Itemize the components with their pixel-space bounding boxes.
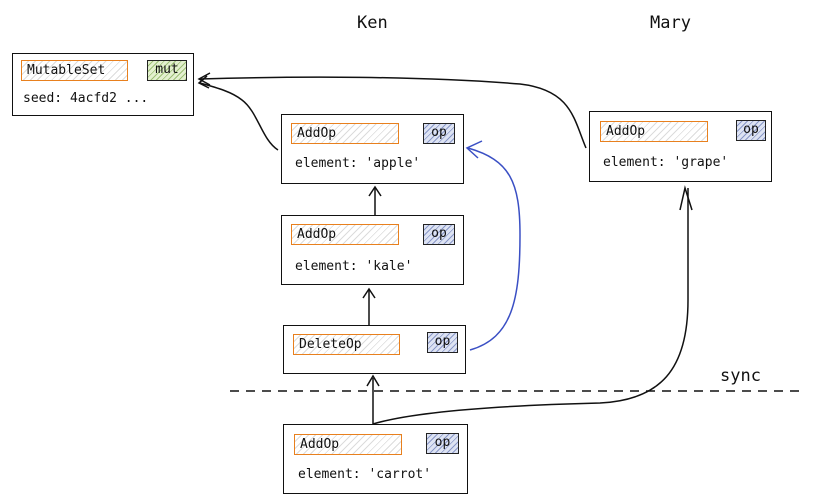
addop-apple-node: AddOp op element: 'apple'	[281, 114, 464, 184]
addop-grape-node: AddOp op element: 'grape'	[589, 111, 772, 182]
seed-value: 4acfd2 ...	[69, 91, 149, 106]
mutableset-header: MutableSet	[21, 60, 128, 81]
op-tag: op	[423, 224, 455, 245]
element-value: 'kale'	[365, 259, 413, 274]
op-tag: op	[736, 120, 766, 141]
edge-carrot-to-grape	[372, 188, 689, 425]
arrowhead-kale-to-apple	[368, 185, 382, 197]
op-element: element: 'carrot'	[298, 467, 431, 482]
op-element: element: 'apple'	[295, 156, 420, 171]
seed-label: seed:	[23, 91, 63, 106]
addop-carrot-node: AddOp op element: 'carrot'	[283, 424, 468, 494]
arrowhead-grape-to-mutableset	[197, 72, 211, 86]
op-tag: op	[426, 433, 459, 454]
element-label: element:	[295, 259, 358, 274]
element-value: 'apple'	[365, 156, 421, 171]
mut-tag: mut	[147, 60, 187, 81]
element-value: 'grape'	[673, 155, 729, 170]
arrowhead-delete-to-kale	[362, 287, 376, 299]
element-label: element:	[295, 156, 358, 171]
element-label: element:	[298, 467, 361, 482]
sync-label: sync	[720, 366, 761, 386]
lane-label-ken: Ken	[357, 13, 388, 33]
op-header: AddOp	[294, 434, 402, 455]
mutableset-seed: seed: 4acfd2 ...	[23, 91, 148, 106]
op-header: AddOp	[291, 224, 399, 245]
element-value: 'carrot'	[368, 467, 432, 482]
edge-grape-to-mutableset	[199, 76, 587, 149]
arrowhead-delete-to-apple	[465, 140, 483, 159]
op-element: element: 'kale'	[295, 259, 412, 274]
op-tag: op	[427, 332, 458, 353]
arrowhead-carrot-to-grape	[679, 185, 693, 211]
mutableset-node: MutableSet mut seed: 4acfd2 ...	[12, 53, 194, 116]
op-element: element: 'grape'	[603, 155, 728, 170]
element-label: element:	[603, 155, 666, 170]
op-header: AddOp	[600, 121, 708, 142]
op-tag: op	[423, 123, 455, 144]
addop-kale-node: AddOp op element: 'kale'	[281, 215, 464, 285]
edge-apple-to-mutableset	[199, 82, 279, 151]
deleteop-node: DeleteOp op	[283, 325, 466, 374]
op-header: AddOp	[291, 123, 399, 144]
op-header: DeleteOp	[293, 334, 400, 355]
arrowhead-carrot-to-delete	[366, 374, 380, 387]
edge-delete-to-apple	[467, 147, 521, 351]
lane-label-mary: Mary	[650, 13, 691, 33]
